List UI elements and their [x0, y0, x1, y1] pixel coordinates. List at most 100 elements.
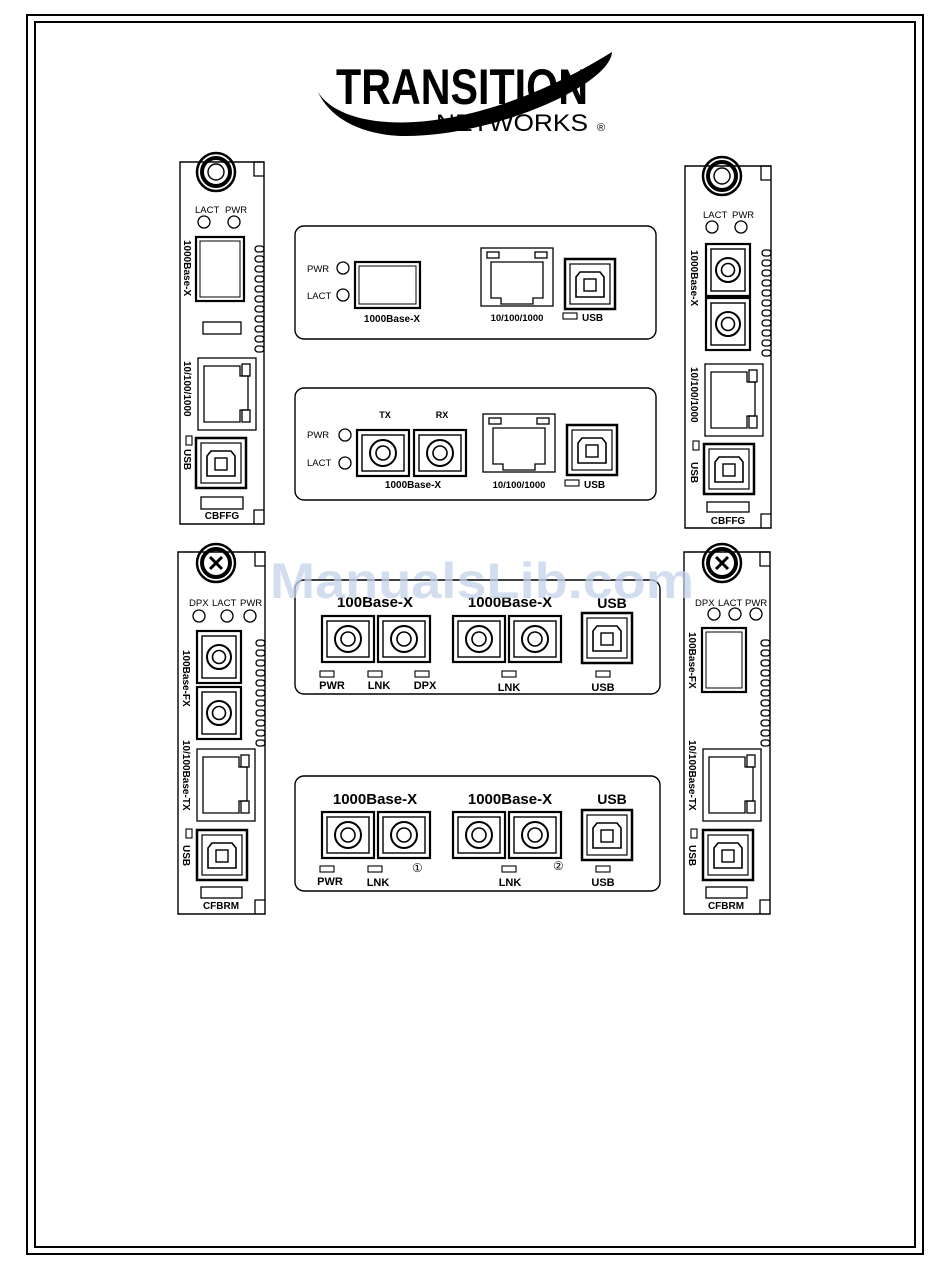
sc-port-tx-icon — [195, 629, 243, 685]
usb-led-icon — [690, 828, 698, 839]
usb-port-icon — [580, 808, 634, 862]
model-plate-icon — [706, 501, 750, 513]
panel-dual-fiber-b: 1000Base-X 1000Base-X USB ① ② PWR LNK LN… — [294, 775, 661, 892]
sfp-port-icon — [353, 260, 422, 310]
lnk-led-icon — [501, 670, 517, 678]
pwr-led-icon — [243, 609, 257, 623]
usb-led-icon — [595, 670, 611, 678]
pwr-label: PWR — [225, 205, 247, 216]
lact-label: LACT — [307, 291, 331, 302]
pwr-led-icon — [336, 261, 350, 275]
usb-port-icon — [702, 442, 756, 496]
usb-title: USB — [597, 791, 627, 807]
dpx-label: DPX — [189, 598, 209, 609]
model-plate-icon — [200, 496, 244, 510]
lact-label: LACT — [307, 458, 331, 469]
lact-led-icon — [197, 215, 211, 229]
sc-port-rx-icon — [412, 428, 468, 478]
sc-port-icon — [376, 614, 432, 664]
port2-title: 1000Base-X — [468, 594, 552, 611]
lact-label: LACT — [212, 598, 236, 609]
copper-port-label: 10/100/1000 — [493, 480, 546, 491]
logo-word-networks: NETWORKS — [436, 110, 588, 137]
lnk-label: LNK — [368, 680, 391, 692]
sc-port-rx-icon — [704, 296, 752, 352]
dpx-led-icon — [414, 670, 430, 678]
pwr-led-icon — [749, 607, 763, 621]
lnk-led-icon — [501, 865, 517, 873]
logo-swoosh — [318, 52, 612, 137]
usb-port-icon — [563, 257, 617, 311]
lact-led-icon — [705, 220, 719, 234]
panel-sfp-front: PWR LACT 1000Base-X 10/100/1000 USB — [294, 225, 657, 340]
vent-slots-icon — [760, 639, 771, 747]
label-plate-icon — [202, 321, 242, 335]
rj45-port-icon — [482, 413, 556, 473]
card-cbffg-sc: LACT PWR 1000Base-X 10/100/1000 USB CBFF… — [684, 155, 772, 529]
model-label: CBFFG — [205, 511, 240, 522]
panel-sc-front: TX RX PWR LACT 1000Base-X 10/100/1000 US… — [294, 387, 657, 501]
pwr-led-icon — [227, 215, 241, 229]
rj45-port-icon — [702, 748, 762, 822]
copper-port-label: 10/100Base-TX — [686, 740, 697, 811]
lnk-label: LNK — [367, 877, 390, 889]
lact-label: LACT — [718, 598, 742, 609]
card-cfbrm-sfp: DPX LACT PWR 100Base-FX 10/100Base-TX US… — [683, 542, 771, 915]
pwr-label: PWR — [319, 680, 345, 692]
dpx-led-icon — [192, 609, 206, 623]
lnk-label: LNK — [499, 877, 522, 889]
model-plate-icon — [705, 886, 748, 899]
pwr-led-icon — [319, 865, 335, 873]
sc-port-icon — [451, 614, 507, 664]
usb-title: USB — [597, 595, 627, 611]
fiber-port-label: 1000Base-X — [364, 314, 420, 325]
transition-networks-logo: TRANSITION NETWORKS ® — [318, 52, 612, 137]
sc-port-icon — [320, 614, 376, 664]
rx-label: RX — [436, 410, 449, 420]
pwr-label: PWR — [745, 598, 767, 609]
fiber-port-label: 100Base-FX — [180, 650, 191, 707]
watermark-text: ManualsLib.com — [270, 553, 694, 609]
dpx-label: DPX — [414, 680, 437, 692]
copper-port-label: 10/100/1000 — [491, 313, 544, 324]
sc-port-icon — [376, 810, 432, 860]
pwr-led-icon — [734, 220, 748, 234]
port1-marker: ① — [412, 861, 423, 875]
model-label: CBFFG — [711, 516, 746, 527]
rj45-port-icon — [480, 247, 554, 307]
pwr-label: PWR — [317, 876, 343, 888]
sfp-port-icon — [700, 626, 748, 694]
usb-label: USB — [181, 449, 192, 470]
tx-label: TX — [379, 410, 391, 420]
thumbscrew-icon — [701, 542, 743, 584]
dpx-led-icon — [707, 607, 721, 621]
sc-port-icon — [507, 614, 563, 664]
sc-port-icon — [320, 810, 376, 860]
sc-port-icon — [451, 810, 507, 860]
usb-led-icon — [595, 865, 611, 873]
fiber-port-label: 1000Base-X — [688, 250, 699, 306]
pwr-label: PWR — [240, 598, 262, 609]
sc-port-tx-icon — [355, 428, 411, 478]
model-label: CFBRM — [708, 901, 744, 912]
usb-label: USB — [584, 480, 605, 491]
pwr-label: PWR — [732, 210, 754, 221]
port2-marker: ② — [553, 859, 564, 873]
usb-label: USB — [180, 845, 191, 866]
lact-label: LACT — [703, 210, 727, 221]
inner-border — [34, 21, 916, 1248]
port2-title: 1000Base-X — [468, 791, 552, 808]
usb-label: USB — [688, 462, 699, 483]
copper-port-label: 10/100/1000 — [181, 361, 192, 417]
usb-port-icon — [194, 436, 248, 490]
lact-led-icon — [220, 609, 234, 623]
usb-label: USB — [686, 845, 697, 866]
vent-slots-icon — [761, 249, 772, 357]
logo-word-transition: TRANSITION — [336, 59, 588, 115]
sc-port-icon — [507, 810, 563, 860]
lact-led-icon — [728, 607, 742, 621]
lact-label: LACT — [195, 205, 219, 216]
lact-led-icon — [338, 456, 352, 470]
card-cfbrm-sc: DPX LACT PWR 100Base-FX 10/100Base-TX US… — [177, 542, 266, 915]
fiber-port-label: 1000Base-X — [181, 240, 192, 296]
